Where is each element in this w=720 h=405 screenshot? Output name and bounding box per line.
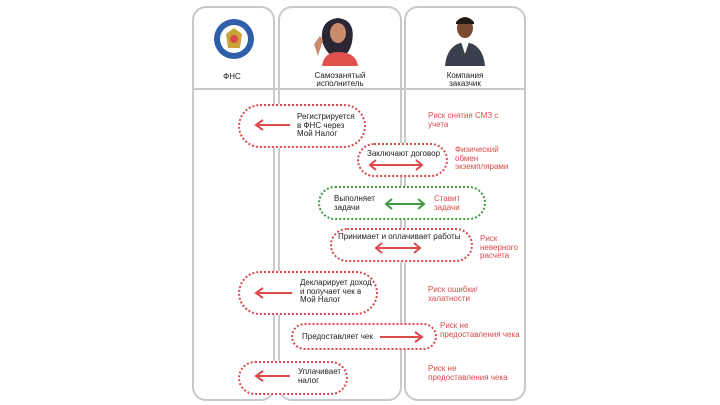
risk-declare: Риск ошибки/ халатности <box>428 285 478 303</box>
arrow-receipt-right <box>380 331 424 343</box>
fns-emblem-icon <box>214 19 254 59</box>
arrow-tasks-both <box>384 198 426 210</box>
arrow-register-left <box>254 119 290 131</box>
step-text-register: Регистрируется в ФНС через Мой Налог <box>297 112 355 138</box>
arrow-declare-left <box>254 287 292 299</box>
lane-title-company: Компания заказчик <box>446 71 484 88</box>
arrow-contract-both <box>368 159 424 171</box>
risk-contract: Физический обмен экземплярами <box>455 145 509 171</box>
step-pill-accept <box>330 228 473 262</box>
counter-tasks: Ставит задачи <box>434 194 461 212</box>
step-pill-register <box>238 104 366 148</box>
step-text-receipt: Предоставляет чек <box>302 332 373 341</box>
step-pill-tax <box>238 361 348 395</box>
step-text-tasks: Выполняет задачи <box>334 194 375 212</box>
risk-receipt: Риск не предоставления чека <box>440 321 520 339</box>
step-text-declare: Декларирует доход и получает чек в Мой Н… <box>300 278 372 304</box>
lane-title-fns: ФНС <box>223 72 241 81</box>
step-pill-receipt <box>291 323 437 350</box>
lane-title-self: Самозанятый исполнитель <box>314 71 366 88</box>
lane-fns <box>192 6 275 401</box>
woman-avatar-icon <box>314 18 358 66</box>
arrow-tax-left <box>254 370 290 382</box>
arrow-accept-both <box>374 242 422 254</box>
businessman-avatar-icon <box>445 17 485 66</box>
risk-tax: Риск не предоставления чека <box>428 364 508 382</box>
header-divider <box>192 88 526 90</box>
step-pill-contract <box>357 143 448 177</box>
step-text-tax: Уплачивает налог <box>298 367 342 385</box>
risk-accept: Риск неверного расчета <box>480 234 518 260</box>
step-text-accept: Принимает и оплачивает работы <box>338 232 461 241</box>
risk-register: Риск снятия СМЗ с учета <box>428 111 499 129</box>
step-text-contract: Заключают договор <box>367 149 441 158</box>
